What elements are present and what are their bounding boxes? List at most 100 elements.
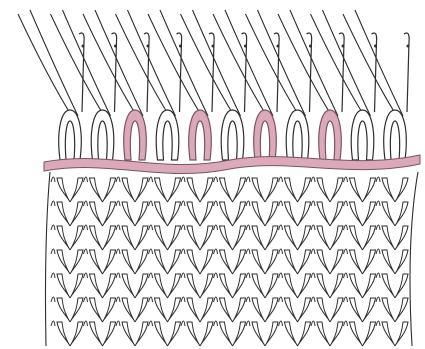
stitch-right-leg: [168, 274, 181, 298]
stitch-left-leg: [57, 178, 70, 202]
stitch-right-leg: [395, 226, 408, 250]
stitch-right-leg: [135, 274, 148, 298]
stitch-right-leg: [233, 226, 246, 250]
loop-on-needle-10: [351, 110, 374, 160]
loop-on-needle-8: [286, 110, 309, 160]
stitch-sinker-loop: [84, 297, 88, 302]
stitch-right-leg: [363, 322, 376, 346]
stitch-right-leg: [70, 274, 83, 298]
stitch-right-leg: [395, 274, 408, 298]
stitch-sinker-loop: [279, 249, 283, 254]
needle-latch-9: [342, 45, 345, 48]
yarn-strand: [128, 10, 176, 116]
stitch-right-leg: [265, 202, 278, 226]
stitch-right-leg: [298, 322, 311, 346]
stitch-left-leg: [187, 322, 200, 346]
stitch-sinker-loop: [344, 201, 348, 206]
stitch-sinker-loop: [376, 321, 380, 326]
stitch-right-leg: [265, 250, 278, 274]
yarn-strand: [343, 14, 398, 118]
stitch-right-leg: [233, 274, 246, 298]
stitch-sinker-loop: [214, 225, 218, 230]
stitch-sinker-loop: [149, 297, 153, 302]
stitch-right-leg: [103, 226, 116, 250]
stitch-left-leg: [90, 298, 103, 322]
yarn-strand: [213, 14, 268, 118]
stitch-right-leg: [363, 274, 376, 298]
yarn-strand: [83, 14, 138, 118]
loop-on-needle-3: [124, 110, 147, 160]
stitch-left-leg: [155, 250, 168, 274]
loop-on-needle-5: [189, 110, 212, 160]
stitch-right-leg: [103, 178, 116, 202]
yarn-strand: [18, 14, 73, 118]
stitch-sinker-loop: [181, 225, 185, 230]
stitch-sinker-loop: [149, 177, 153, 182]
stitch-right-leg: [298, 250, 311, 274]
stitch-right-leg: [200, 226, 213, 250]
stitch-right-leg: [265, 274, 278, 298]
yarn-strand: [246, 14, 301, 118]
stitch-left-leg: [187, 226, 200, 250]
loops-on-needles: [59, 110, 407, 160]
stitch-sinker-loop: [344, 177, 348, 182]
stitch-sinker-loop: [246, 273, 250, 278]
stitch-right-leg: [233, 202, 246, 226]
stitch-sinker-loop: [344, 249, 348, 254]
stitch-sinker-loop: [116, 177, 120, 182]
stitch-left-leg: [382, 298, 395, 322]
stitch-sinker-loop: [51, 201, 55, 206]
stitch-left-leg: [90, 178, 103, 202]
stitch-right-leg: [330, 226, 343, 250]
stitch-right-leg: [103, 274, 116, 298]
stitch-sinker-loop: [116, 201, 120, 206]
stitch-right-leg: [70, 226, 83, 250]
stitch-right-leg: [70, 298, 83, 322]
stitch-left-leg: [220, 226, 233, 250]
stitch-right-leg: [135, 226, 148, 250]
stitch-sinker-loop: [214, 249, 218, 254]
stitch-right-leg: [298, 202, 311, 226]
stitch-right-leg: [70, 202, 83, 226]
stitch-sinker-loop: [149, 201, 153, 206]
stitch-sinker-loop: [181, 177, 185, 182]
stitch-sinker-loop: [214, 201, 218, 206]
stitch-left-leg: [220, 250, 233, 274]
stitch-left-leg: [220, 298, 233, 322]
stitch-right-leg: [168, 250, 181, 274]
stitch-sinker-loop: [116, 321, 120, 326]
stitch-left-leg: [350, 178, 363, 202]
stitch-sinker-loop: [214, 297, 218, 302]
stitch-sinker-loop: [279, 273, 283, 278]
stitch-left-leg: [122, 250, 135, 274]
stitch-right-leg: [265, 298, 278, 322]
stitch-left-leg: [252, 274, 265, 298]
stitch-left-leg: [317, 298, 330, 322]
stitch-left-leg: [187, 298, 200, 322]
stitch-left-leg: [285, 274, 298, 298]
stitch-sinker-loop: [51, 297, 55, 302]
stitch-sinker-loop: [181, 321, 185, 326]
yarn-strands: [18, 10, 403, 118]
stitch-left-leg: [252, 178, 265, 202]
stitch-right-leg: [200, 178, 213, 202]
needle-latch-7: [277, 45, 280, 48]
stitch-sinker-loop: [246, 249, 250, 254]
stitch-right-leg: [363, 178, 376, 202]
yarn-strand: [30, 10, 78, 116]
stitch-sinker-loop: [311, 273, 315, 278]
stitch-right-leg: [363, 298, 376, 322]
stitch-sinker-loop: [279, 321, 283, 326]
stitch-left-leg: [382, 202, 395, 226]
stitch-sinker-loop: [311, 297, 315, 302]
yarn-strand: [258, 10, 306, 116]
stitch-sinker-loop: [149, 273, 153, 278]
needle-latch-6: [244, 45, 247, 48]
stitch-right-leg: [265, 178, 278, 202]
stitch-sinker-loop: [116, 297, 120, 302]
stitch-left-leg: [350, 298, 363, 322]
stitch-right-leg: [265, 322, 278, 346]
stitch-left-leg: [220, 178, 233, 202]
stitch-sinker-loop: [214, 273, 218, 278]
